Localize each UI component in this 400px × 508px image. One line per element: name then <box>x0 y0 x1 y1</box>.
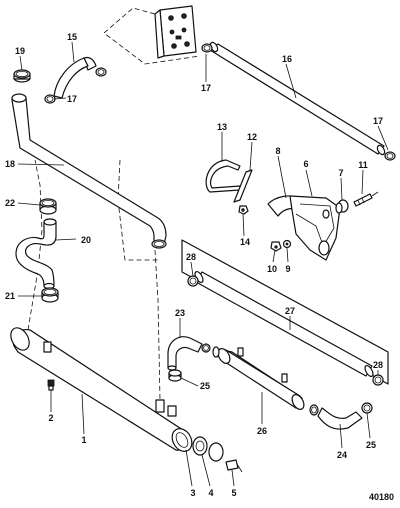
sensor-11 <box>353 191 379 207</box>
callout-5: 5 <box>231 488 236 498</box>
bolt-5 <box>225 459 243 473</box>
long-pipe-18 <box>11 93 167 248</box>
hose-clamp-25-lower <box>361 402 373 414</box>
callout-22: 22 <box>5 198 15 208</box>
callout-9: 9 <box>285 264 290 274</box>
callout-17-top: 17 <box>201 83 211 93</box>
hose-clamp-28-right <box>372 374 384 386</box>
callout-17-left: 17 <box>67 94 77 104</box>
callout-2: 2 <box>48 413 53 423</box>
end-cap-3 <box>171 428 193 452</box>
callout-16: 16 <box>282 54 292 64</box>
callout-25-upper: 25 <box>200 381 210 391</box>
engine-mounting-plate <box>154 5 197 59</box>
callout-8: 8 <box>275 146 280 156</box>
callout-15: 15 <box>67 32 77 42</box>
nut-10 <box>270 241 282 252</box>
cover-plate <box>208 442 224 462</box>
hose-clamp-pipe-bottom <box>151 239 167 249</box>
callout-11: 11 <box>358 160 368 170</box>
mounting-bracket-6 <box>289 195 341 261</box>
callout-6: 6 <box>303 159 308 169</box>
hose-clamp-upper-left <box>201 43 213 53</box>
elbow-hose-23 <box>167 336 203 371</box>
long-tube <box>209 41 386 156</box>
tube-27 <box>194 270 374 378</box>
callout-21: 21 <box>5 291 15 301</box>
callout-26: 26 <box>257 426 267 436</box>
hose-clamp-19 <box>13 69 31 83</box>
oil-cooler-26 <box>212 346 305 410</box>
callout-10: 10 <box>267 264 277 274</box>
hose-clamp-21 <box>41 287 59 303</box>
callout-12: 12 <box>247 132 257 142</box>
callout-25-lower: 25 <box>366 440 376 450</box>
callout-28-left: 28 <box>186 252 196 262</box>
hose-clamp-25-upper <box>168 369 182 382</box>
dashed-routing-lines <box>27 7 201 401</box>
washer-9 <box>282 239 292 249</box>
callout-24: 24 <box>337 450 347 460</box>
nut-14 <box>238 205 249 215</box>
drain-plug-2 <box>47 379 55 391</box>
hose-clamp-upper-right <box>384 151 396 161</box>
callout-17-right: 17 <box>373 116 383 126</box>
callout-23: 23 <box>175 308 185 318</box>
callout-4: 4 <box>208 488 213 498</box>
callouts: 1 2 3 4 5 6 7 8 9 10 11 12 13 14 15 16 1… <box>5 32 383 498</box>
u-bolt-13 <box>205 159 241 193</box>
callout-18: 18 <box>5 159 15 169</box>
figure-reference-number: 40180 <box>369 492 394 502</box>
hose-clamp-22 <box>39 198 57 215</box>
s-hose-20 <box>15 218 57 290</box>
callout-14: 14 <box>240 237 250 247</box>
callout-7: 7 <box>338 168 343 178</box>
callout-19: 19 <box>15 46 25 56</box>
callout-13: 13 <box>217 122 227 132</box>
gasket-4 <box>192 436 208 456</box>
callout-3: 3 <box>190 488 195 498</box>
elbow-hose-15 <box>53 56 97 99</box>
callout-27: 27 <box>285 306 295 316</box>
leader-lines <box>17 41 389 487</box>
hose-clamp-23-right <box>201 343 211 353</box>
strap-12 <box>233 169 253 203</box>
callout-28-right: 28 <box>373 360 383 370</box>
heat-exchanger-1 <box>10 327 188 451</box>
fitting-7 <box>335 199 349 214</box>
elbow-hose-24 <box>317 407 363 430</box>
callout-1: 1 <box>81 435 86 445</box>
callout-20: 20 <box>81 235 91 245</box>
hose-clamp-28-left <box>187 275 199 287</box>
hose-clamp-17-left <box>44 94 56 104</box>
hose-clamp-26-right <box>309 404 319 416</box>
hose-clamp-15-right <box>95 67 107 77</box>
